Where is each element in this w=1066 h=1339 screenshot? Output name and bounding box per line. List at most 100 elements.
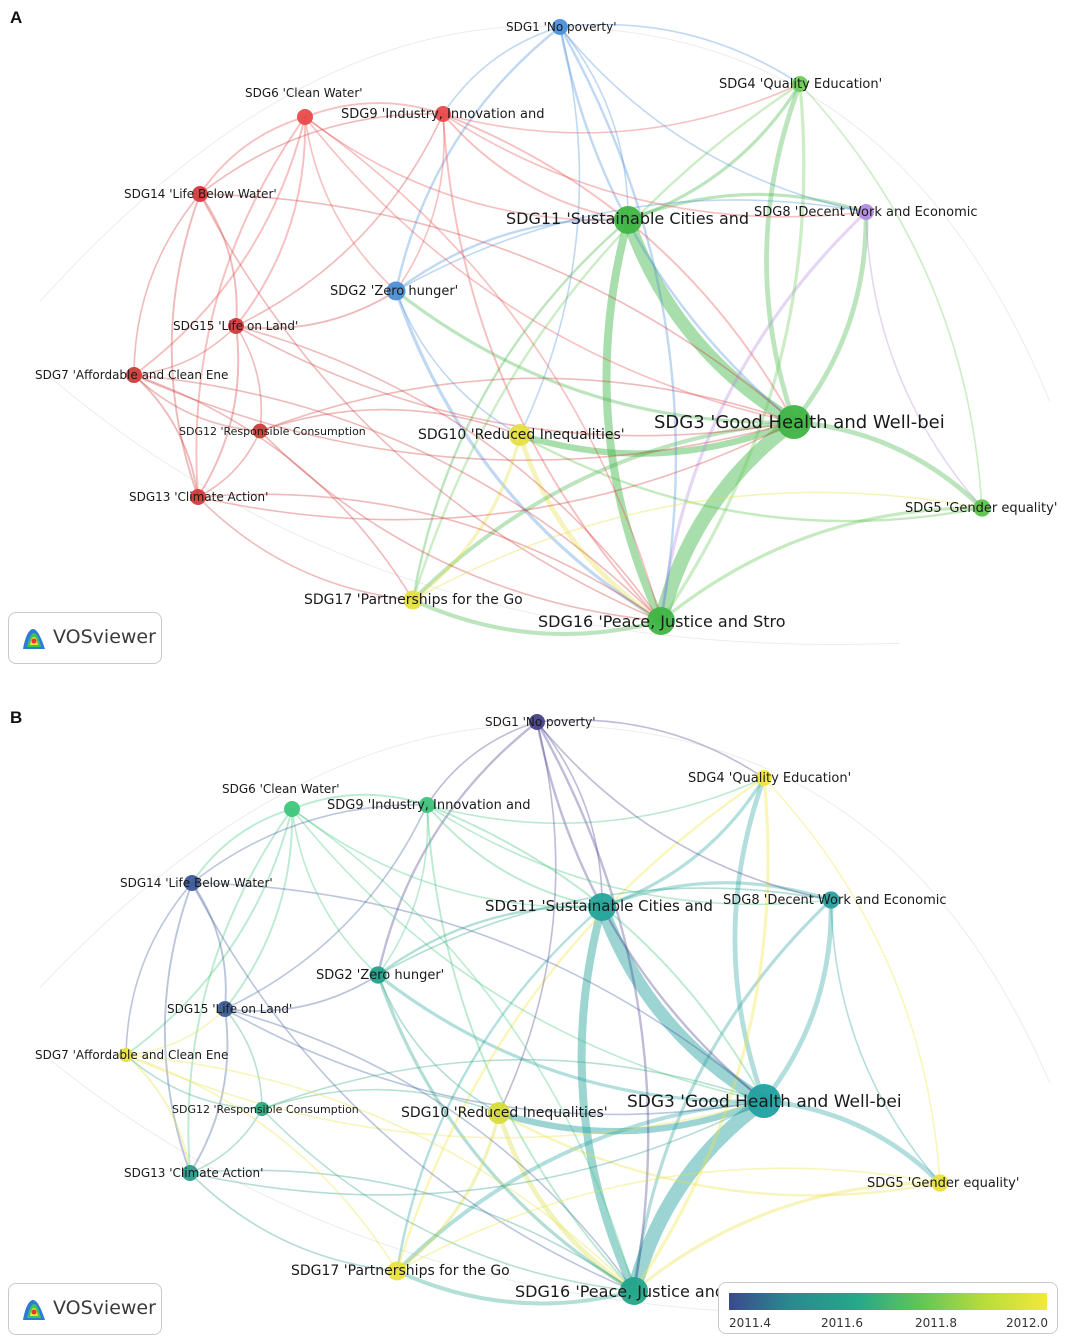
node-label-sdg15[interactable]: SDG15 'Life on Land': [167, 1002, 292, 1016]
network-graph-b[interactable]: SDG1 'No poverty' SDG6 'Clean Water' SDG9 …: [0, 700, 1066, 1339]
node-sdg7[interactable]: [126, 367, 142, 383]
node-label-sdg2[interactable]: SDG2 'Zero hunger': [316, 968, 444, 983]
node-sdg4[interactable]: [792, 76, 808, 92]
node-label-sdg14[interactable]: SDG14 'Life Below Water': [120, 876, 273, 890]
node-sdg12[interactable]: [252, 423, 268, 439]
edge-sdg14-sdg15: [199, 193, 238, 327]
node-sdg14[interactable]: [192, 186, 208, 202]
node-label-sdg4[interactable]: SDG4 'Quality Education': [719, 77, 882, 92]
node-sdg3[interactable]: [747, 1084, 781, 1118]
node-sdg4[interactable]: [756, 770, 772, 786]
edge-sdg2-sdg10: [395, 290, 521, 436]
node-label-sdg7[interactable]: SDG7 'Affordable and Clean Ene: [35, 1048, 228, 1062]
node-sdg17[interactable]: [403, 590, 423, 610]
edge-sdg3-sdg17: [395, 1099, 766, 1273]
node-sdg13[interactable]: [190, 489, 206, 505]
node-label-sdg13[interactable]: SDG13 'Climate Action': [129, 490, 268, 504]
node-label-sdg8[interactable]: SDG8 'Decent Work and Economic: [754, 205, 978, 220]
node-sdg8[interactable]: [822, 891, 840, 909]
node-label-sdg3[interactable]: SDG3 'Good Health and Well-bei: [627, 1092, 902, 1112]
node-sdg16[interactable]: [620, 1277, 648, 1305]
node-sdg9[interactable]: [435, 106, 451, 122]
node-label-sdg2[interactable]: SDG2 'Zero hunger': [330, 284, 458, 299]
edge-sdg1-sdg16: [535, 720, 650, 1293]
node-label-sdg17[interactable]: SDG17 'Partnerships for the Go: [291, 1263, 510, 1279]
edge-sdg3-sdg16: [626, 1093, 772, 1299]
node-sdg9[interactable]: [419, 797, 435, 813]
node-sdg6[interactable]: [284, 801, 300, 817]
node-label-sdg10[interactable]: SDG10 'Reduced Inequalities': [418, 427, 625, 443]
node-sdg12[interactable]: [254, 1101, 270, 1117]
node-sdg3[interactable]: [777, 405, 811, 439]
node-sdg8[interactable]: [858, 204, 874, 220]
node-sdg6[interactable]: [297, 109, 313, 125]
node-label-sdg15[interactable]: SDG15 'Life on Land': [173, 319, 298, 333]
node-sdg1[interactable]: [529, 714, 545, 730]
node-label-sdg1[interactable]: SDG1 'No poverty': [485, 715, 596, 729]
edge-sdg1-sdg11: [559, 26, 629, 221]
node-sdg17[interactable]: [387, 1261, 407, 1281]
node-sdg15[interactable]: [217, 1001, 233, 1017]
edge-sdg12-sdg16: [261, 1108, 635, 1292]
edge-sdg12-sdg7: [125, 1054, 263, 1110]
edge-sdg15-sdg13: [197, 325, 240, 498]
node-label-sdg3[interactable]: SDG3 'Good Health and Well-bei: [654, 412, 945, 433]
edge-sdg12-sdg10: [259, 408, 521, 436]
node-sdg1[interactable]: [552, 19, 568, 35]
node-label-sdg6[interactable]: SDG6 'Clean Water': [222, 782, 340, 796]
edge-sdg11-sdg4: [600, 776, 766, 909]
node-sdg10[interactable]: [488, 1102, 510, 1124]
edge-sdg3-sdg11: [621, 213, 801, 429]
edge-sdg16-sdg17: [411, 598, 663, 636]
node-label-sdg17[interactable]: SDG17 'Partnerships for the Go: [304, 592, 523, 608]
edge-sdg9-sdg2: [377, 804, 429, 976]
node-label-sdg1[interactable]: SDG1 'No poverty': [506, 20, 617, 34]
node-label-sdg11[interactable]: SDG11 'Sustainable Cities and: [506, 209, 749, 228]
node-sdg15[interactable]: [228, 318, 244, 334]
network-graph-a[interactable]: SDG1 'No poverty' SDG6 'Clean Water' SDG9 …: [0, 0, 1066, 670]
node-label-sdg16[interactable]: SDG16 'Peace, Justice and Stro: [538, 612, 786, 631]
edge-sdg6-sdg7: [125, 808, 293, 1056]
node-label-sdg9[interactable]: SDG9 'Industry, Innovation and: [327, 798, 530, 813]
edge-sdg3-sdg16: [653, 414, 802, 629]
node-sdg11[interactable]: [614, 206, 642, 234]
edge-sdg6-sdg13: [187, 808, 293, 1174]
node-sdg13[interactable]: [182, 1165, 198, 1181]
node-label-sdg6[interactable]: SDG6 'Clean Water': [245, 86, 363, 100]
node-sdg10[interactable]: [509, 424, 531, 446]
node-label-sdg9[interactable]: SDG9 'Industry, Innovation and: [341, 107, 544, 122]
node-sdg2[interactable]: [369, 966, 387, 984]
node-sdg7[interactable]: [118, 1047, 134, 1063]
node-sdg5[interactable]: [973, 499, 991, 517]
node-label-sdg5[interactable]: SDG5 'Gender equality': [867, 1176, 1019, 1191]
edge-sdg8-sdg5: [865, 211, 983, 509]
edge-sdg3-sdg4: [732, 775, 767, 1104]
edge-sdg1-sdg16: [558, 25, 678, 623]
node-sdg16[interactable]: [647, 607, 675, 635]
node-label-sdg12[interactable]: SDG12 'Responsible Consumption: [179, 425, 366, 438]
edge-sdg3-sdg4: [764, 81, 803, 425]
node-sdg2[interactable]: [386, 281, 406, 301]
edge-sdg14-sdg9: [199, 113, 444, 195]
node-label-sdg11[interactable]: SDG11 'Sustainable Cities and: [485, 897, 713, 915]
node-label-sdg4[interactable]: SDG4 'Quality Education': [688, 771, 851, 786]
edge-sdg16-sdg17: [395, 1269, 636, 1306]
edge-faint-arc: [39, 368, 901, 645]
edge-sdg13-sdg16: [197, 493, 662, 622]
node-label-sdg5[interactable]: SDG5 'Gender equality': [905, 501, 1057, 516]
node-sdg14[interactable]: [184, 875, 200, 891]
edge-sdg2-sdg10: [377, 974, 500, 1114]
node-label-sdg14[interactable]: SDG14 'Life Below Water': [124, 187, 277, 201]
edge-sdg7-sdg3: [133, 374, 795, 462]
node-sdg5[interactable]: [931, 1174, 949, 1192]
node-label-sdg16[interactable]: SDG16 'Peace, Justice and Stro: [515, 1282, 763, 1301]
edge-sdg15-sdg2: [235, 290, 397, 330]
node-sdg11[interactable]: [588, 893, 616, 921]
node-label-sdg8[interactable]: SDG8 'Decent Work and Economic: [723, 893, 947, 908]
edge-sdg11-sdg8: [626, 192, 868, 222]
node-label-sdg13[interactable]: SDG13 'Climate Action': [124, 1166, 263, 1180]
node-label-sdg10[interactable]: SDG10 'Reduced Inequalities': [401, 1105, 608, 1121]
node-label-sdg7[interactable]: SDG7 'Affordable and Clean Ene: [35, 368, 228, 382]
node-label-sdg12[interactable]: SDG12 'Responsible Consumption: [172, 1103, 359, 1116]
edge-sdg6-sdg15: [235, 116, 307, 327]
